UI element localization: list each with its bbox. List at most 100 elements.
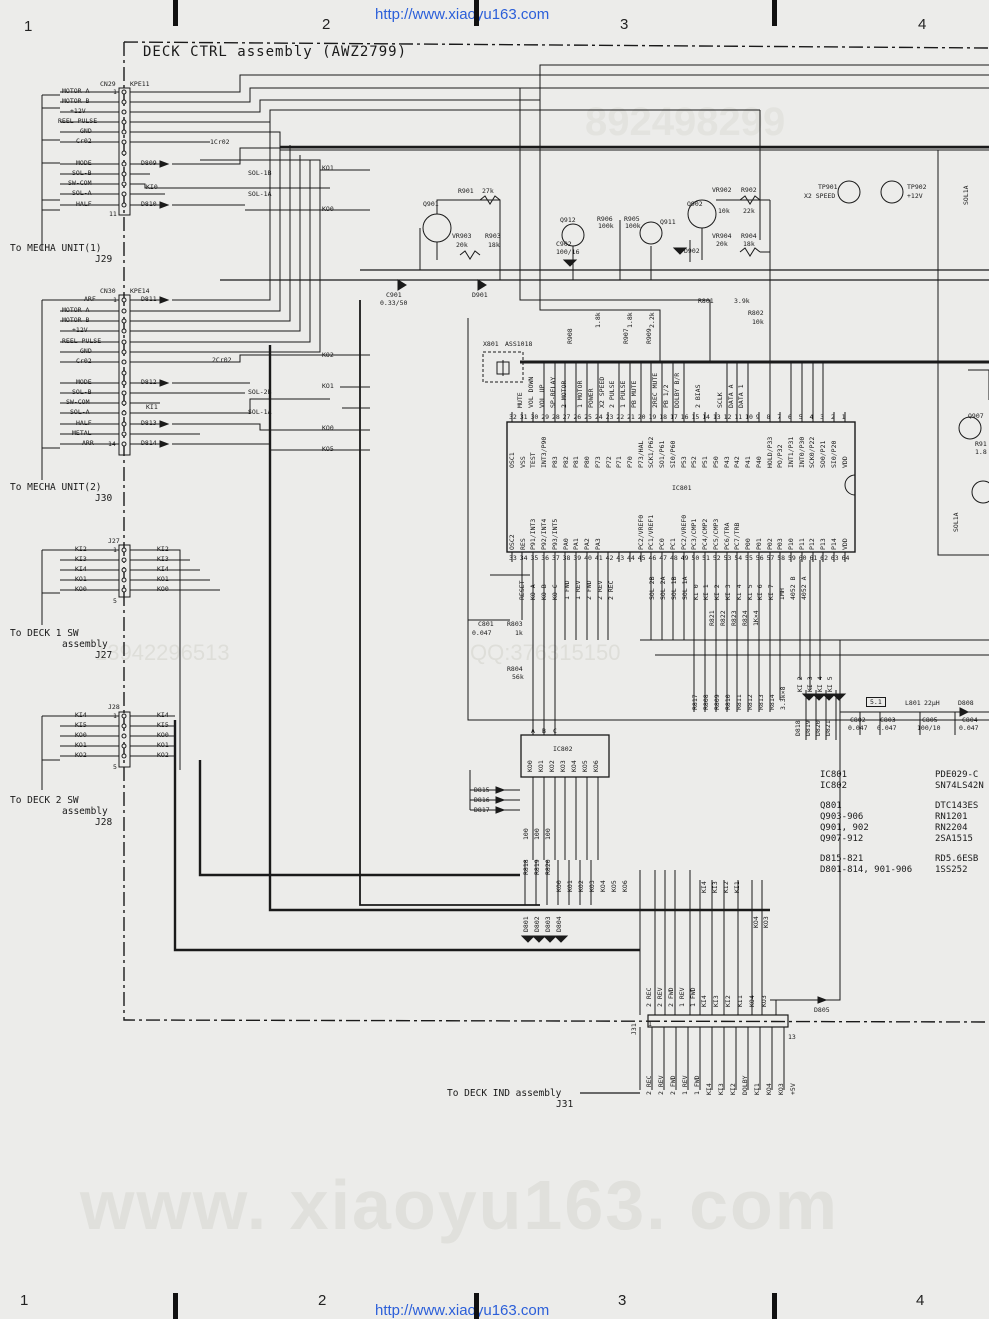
bus-label: KI4	[700, 881, 708, 893]
ic801-pin-number: 33	[509, 554, 517, 562]
ic801-pin-number: 26	[573, 413, 582, 421]
ic801-pin-number: 55	[745, 554, 753, 562]
ic801-pin-number: 62	[820, 554, 828, 562]
component-label: R906	[597, 215, 613, 223]
component-label: VR903	[452, 232, 472, 240]
diode-label: D809	[141, 159, 157, 167]
component-label: 3.9k	[734, 297, 750, 305]
parts-ref: D815-821	[820, 854, 864, 864]
ic801-pin-name: P50	[711, 456, 720, 468]
ic801-pin-name: PA0	[561, 538, 570, 550]
ic802-input-label: B	[542, 727, 546, 735]
cn29-last-pin: 11	[109, 210, 117, 218]
component-label: R804	[507, 665, 523, 673]
ic801-pin-number: 36	[541, 554, 550, 562]
j31-top-label: KO4	[748, 995, 756, 1007]
component-label: 22k	[743, 207, 755, 215]
j31-pin-label: KI2	[729, 1083, 737, 1095]
resistor-value: 100	[533, 828, 541, 840]
parts-value: RD5.6ESB	[935, 854, 979, 864]
ic802-name: IC802	[553, 745, 573, 753]
component-label: R907	[622, 328, 630, 344]
net-label: KI0	[146, 183, 158, 191]
ic801-pin-name: P13	[819, 538, 828, 550]
component-label: X2 SPEED	[804, 192, 836, 200]
ic801-signal-label: 2 PULSE	[608, 380, 616, 408]
j31-pin-label: +5V	[789, 1083, 797, 1095]
ic801-pin-number: 4	[809, 413, 814, 421]
j27-pin-left: KI2	[75, 545, 87, 553]
grid-col-3-top: 3	[620, 16, 629, 33]
ic801-pin-number: 47	[659, 554, 668, 562]
ic801-pin-number: 34	[519, 554, 528, 562]
j31-top-label: KI1	[736, 995, 744, 1007]
ic801-pin-name: VSS	[518, 456, 527, 468]
diode-label: D819	[804, 720, 812, 736]
resistor-label: R818	[522, 859, 530, 875]
net-label: KO0	[322, 424, 334, 432]
component-label: D817	[474, 806, 490, 814]
j28-jack: J28	[95, 817, 113, 828]
ic801-pin-name: P52	[690, 456, 699, 468]
resistor-label: R817	[691, 694, 699, 710]
ic801-pin-name: PC4/CMP2	[701, 518, 710, 550]
ko-line-label: KO6	[621, 880, 629, 892]
faint-watermark-2: 13942296513	[95, 640, 230, 665]
component-label: 100k	[598, 222, 614, 230]
j31-pin-label: DOLBY	[741, 1075, 749, 1095]
component-label: R803	[507, 620, 523, 628]
j31-ref: J31	[630, 1023, 638, 1035]
voltage-box: 5.1	[866, 697, 886, 707]
j27-pin-left: KI3	[75, 555, 87, 563]
cn30-pin-label: +12V	[72, 326, 88, 334]
component-label: D902	[684, 247, 700, 255]
cn30-destination: To MECHA UNIT(2)	[10, 482, 102, 493]
ic801-signal-label: KO C	[551, 584, 559, 600]
j31-jack: J31	[556, 1099, 574, 1110]
diode-label: D818	[794, 720, 802, 736]
ki-diode-label: KI 2	[796, 676, 804, 692]
watermark-url-top[interactable]: http://www.xiaoyu163.com	[375, 6, 550, 23]
parts-value: PDE029-C	[935, 770, 979, 780]
j31-top-label: 2 REV	[656, 987, 664, 1007]
ic801-pin-name: P51	[701, 456, 710, 468]
diode-label: D821	[824, 720, 832, 736]
ki-diode-label: KI 3	[806, 676, 814, 692]
component-label: Q907	[968, 412, 984, 420]
watermark-large: www. xiaoyu163. com	[80, 1166, 840, 1244]
j27-pin-left: KO1	[75, 575, 87, 583]
cn30-pin-label: SW-COM	[66, 398, 90, 406]
parts-value: RN1201	[935, 812, 968, 822]
ic801-signal-label: KI 3	[724, 584, 732, 600]
component-label: R802	[748, 309, 764, 317]
assembly-title: DECK CTRL assembly (AWZ2799)	[143, 44, 408, 60]
cn30-pin-label: MODE	[76, 378, 92, 386]
j27-last-pin: 5	[113, 597, 117, 605]
ic801-pin-number: 27	[562, 413, 571, 421]
net-label: KO1	[322, 164, 334, 172]
ic801-pin-number: 50	[691, 554, 700, 562]
ic801-pin-name: P43	[722, 456, 731, 468]
ic801-pin-name: P73/HAL	[636, 440, 645, 468]
grid-col-2-bottom: 2	[318, 1292, 327, 1309]
component-label: D805	[814, 1006, 830, 1014]
ic801-pin-number: 41	[594, 554, 603, 562]
ic801-pin-name: P40	[754, 456, 763, 468]
j27-destination-2: assembly	[62, 639, 108, 650]
ko-line-label: KO4	[599, 880, 607, 892]
ic801-pin-name: VDD	[840, 538, 849, 550]
ic801-pin-number: 52	[712, 554, 721, 562]
grid-tick	[474, 1293, 479, 1319]
ic801-pin-number: 59	[787, 554, 796, 562]
cn30-pin-label: ARR	[82, 439, 94, 447]
net-label: 1Cr02	[210, 138, 230, 146]
parts-ref: IC801	[820, 770, 848, 780]
cn30-pin-label: ARF	[84, 295, 96, 303]
watermark-url-bottom[interactable]: http://www.xiaoyu163.com	[375, 1302, 550, 1319]
ic801-pin-name: INT3/P90	[540, 436, 549, 468]
j28-pin-left: KI4	[75, 711, 87, 719]
ic801-pin-number: 16	[680, 413, 689, 421]
ic801-pin-number: 31	[519, 413, 528, 421]
ic801-pin-name: P70	[626, 456, 635, 468]
grid-col-3-bottom: 3	[618, 1292, 627, 1309]
